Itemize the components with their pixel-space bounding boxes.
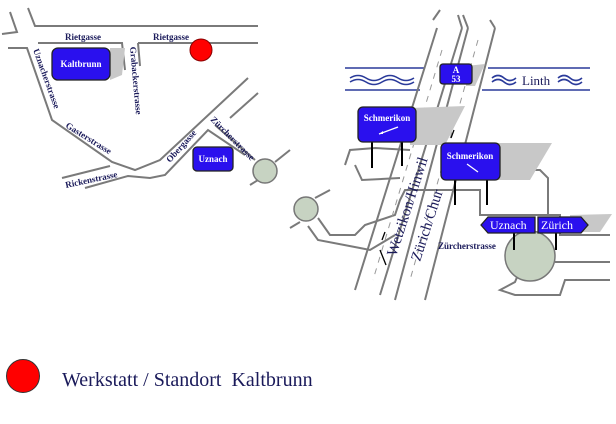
- street-gasterstrasse: Gasterstrasse: [64, 120, 113, 156]
- sign-uznach-zuerich: Uznach Zürich: [480, 214, 612, 250]
- svg-text:A: A: [453, 65, 460, 75]
- sign-schmerikon-1: Schmerikon: [357, 106, 465, 168]
- river-linth: Linth: [345, 67, 590, 91]
- roundabout: [293, 196, 319, 222]
- sign-schmerikon-2: Schmerikon: [440, 142, 552, 205]
- roundabout: [252, 158, 278, 184]
- street-zuercherstrasse: Zürcherstrasse: [438, 241, 496, 251]
- workshop-marker: [189, 38, 213, 62]
- street-rietgasse: Rietgasse: [65, 32, 101, 42]
- svg-text:Schmerikon: Schmerikon: [364, 113, 411, 123]
- svg-text:53: 53: [452, 74, 462, 84]
- svg-text:Schmerikon: Schmerikon: [447, 151, 494, 161]
- sign-uznach-label: Uznach: [490, 218, 527, 232]
- street-rietgasse: Rietgasse: [153, 32, 189, 42]
- svg-text:Uznach: Uznach: [199, 154, 228, 164]
- legend-label: Werkstatt / Standort Kaltbrunn: [62, 369, 313, 391]
- svg-text:Kaltbrunn: Kaltbrunn: [60, 59, 101, 69]
- place-kaltbrunn: Kaltbrunn: [51, 47, 125, 81]
- river-label: Linth: [522, 73, 551, 88]
- legend-marker-icon: [6, 359, 40, 393]
- roundabout: [504, 230, 556, 282]
- sign-zuerich-label: Zürich: [541, 218, 573, 232]
- place-uznach: Uznach: [192, 146, 234, 172]
- street-grabackerstrasse: Grabackerstrasse: [128, 46, 144, 115]
- sign-a53: A 53: [439, 63, 485, 86]
